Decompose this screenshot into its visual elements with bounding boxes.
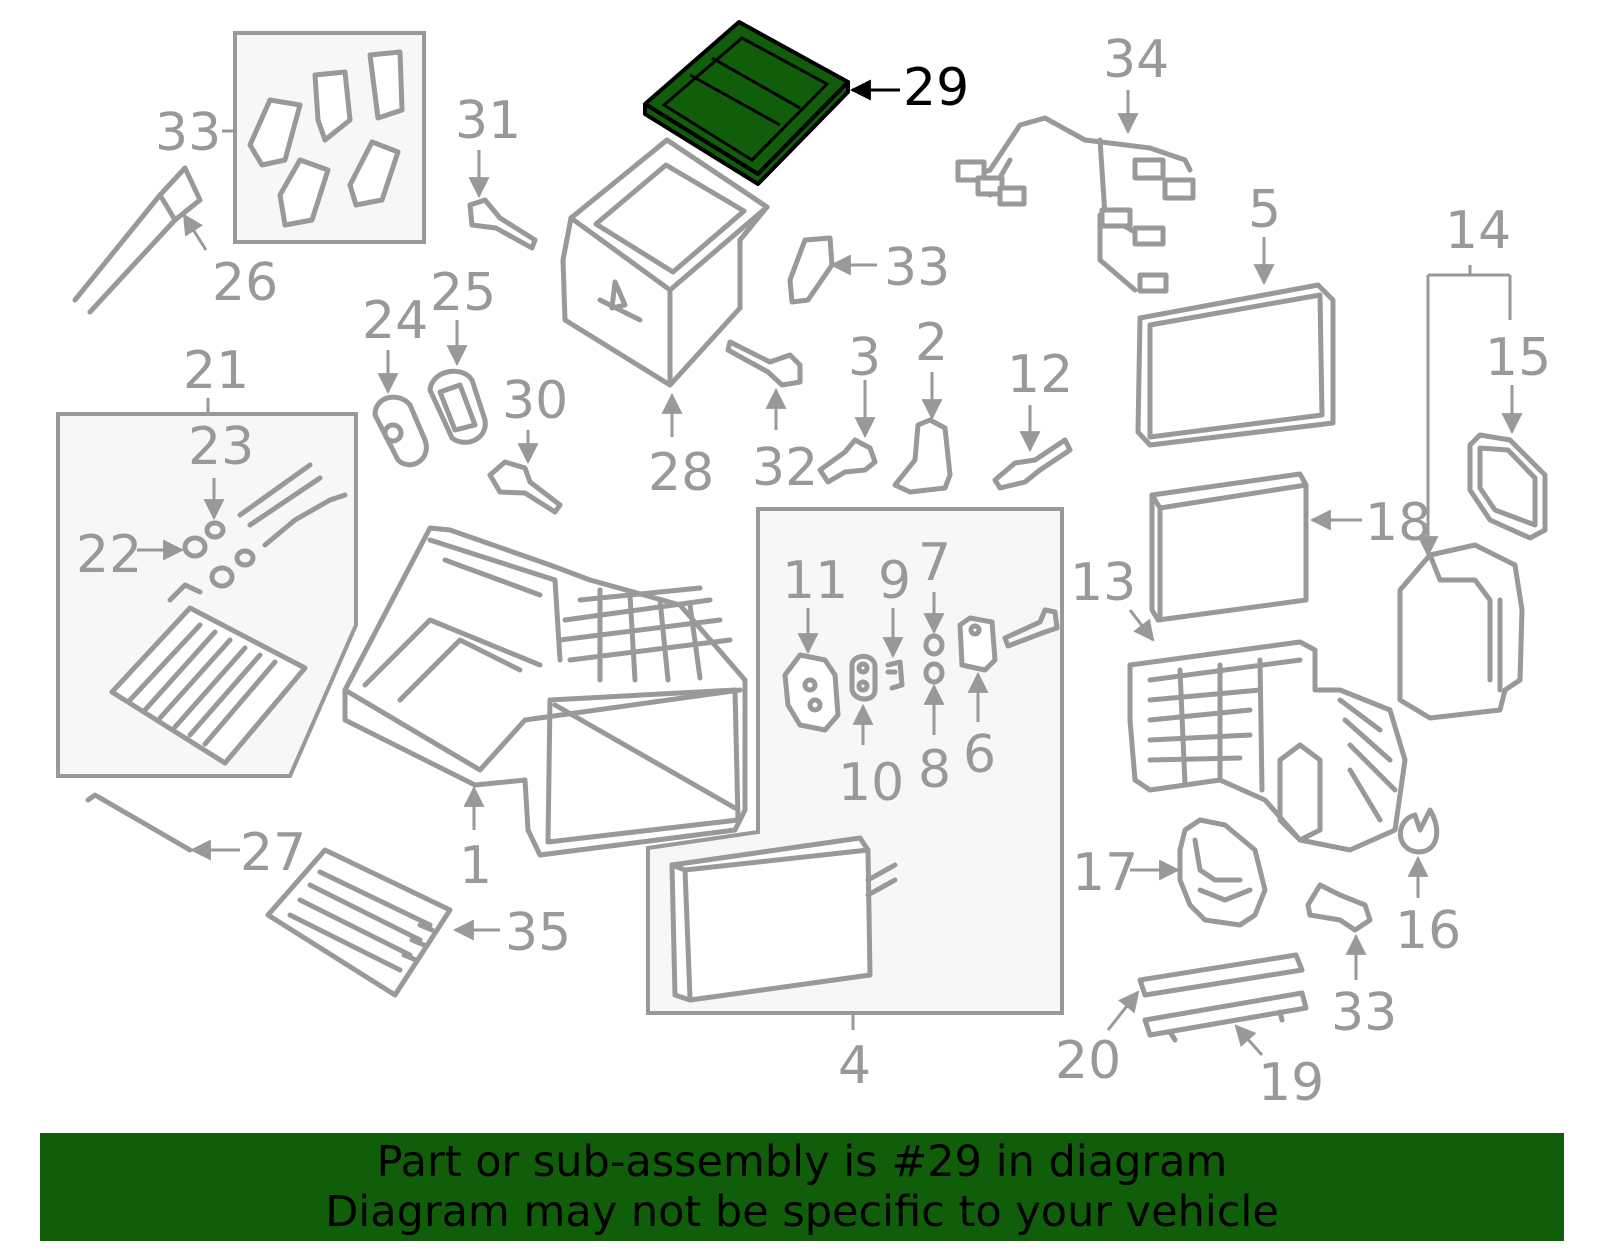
banner-line-1: Part or sub-assembly is #29 in diagram xyxy=(376,1137,1228,1187)
callout-8: 8 xyxy=(918,740,951,800)
callout-24: 24 xyxy=(362,291,428,351)
part-19-strip xyxy=(1142,990,1309,1043)
callout-28: 28 xyxy=(648,443,714,503)
part-20-strip xyxy=(1137,952,1305,998)
callout-33-b: 33 xyxy=(884,238,950,298)
part-33-clips xyxy=(247,49,405,228)
callout-22: 22 xyxy=(76,525,142,585)
callout-20: 20 xyxy=(1055,1031,1121,1091)
part-16-clip xyxy=(1397,807,1440,855)
part-26-rod xyxy=(72,165,203,315)
callout-1: 1 xyxy=(459,836,492,896)
part-7-oring xyxy=(923,633,945,657)
callout-7: 7 xyxy=(918,533,951,593)
callout-32: 32 xyxy=(752,438,818,498)
callout-10: 10 xyxy=(838,753,904,813)
part-1-main-housing xyxy=(342,525,748,858)
callout-9: 9 xyxy=(878,551,911,611)
callout-33-a: 33 xyxy=(155,103,221,163)
callout-12: 12 xyxy=(1007,345,1073,405)
part-35-heater-core xyxy=(265,847,453,998)
part-6-expansion-valve xyxy=(957,615,998,673)
callout-19: 19 xyxy=(1258,1053,1324,1113)
part-4-condenser xyxy=(669,835,898,1003)
part-13-blower-case xyxy=(1127,639,1408,853)
callout-6: 6 xyxy=(963,725,996,785)
part-21-pipes xyxy=(237,462,348,548)
callout-5: 5 xyxy=(1248,180,1281,240)
callout-31: 31 xyxy=(455,91,521,151)
callout-17: 17 xyxy=(1072,843,1138,903)
part-15-gasket xyxy=(1467,432,1548,541)
part-33-clip-lower xyxy=(1305,882,1373,933)
callout-16: 16 xyxy=(1395,901,1461,961)
part-2-bracket xyxy=(892,417,953,495)
part-33-clip-mid xyxy=(787,235,835,305)
part-14-blower-housing xyxy=(1397,542,1525,721)
banner-line-2: Diagram may not be specific to your vehi… xyxy=(325,1187,1279,1237)
part-8-oring xyxy=(923,661,945,685)
callout-3: 3 xyxy=(848,328,881,388)
part-32-actuator xyxy=(725,339,803,388)
part-9-clip xyxy=(885,659,905,691)
part-31-sensor xyxy=(467,197,538,251)
callout-25: 25 xyxy=(430,263,496,323)
part-25-seal xyxy=(427,368,488,445)
part-34-wiring-harness xyxy=(955,115,1196,294)
callout-4: 4 xyxy=(838,1036,871,1096)
callout-34: 34 xyxy=(1103,30,1169,90)
callout-15: 15 xyxy=(1485,328,1551,388)
part-21-evaporator-core xyxy=(109,582,308,766)
callout-13: 13 xyxy=(1070,553,1136,613)
callout-27: 27 xyxy=(240,823,306,883)
part-17-blower-motor xyxy=(1177,817,1268,928)
callout-30: 30 xyxy=(502,371,568,431)
part-10-gasket xyxy=(849,653,878,702)
callout-29: 29 xyxy=(903,58,969,118)
part-12-bolt xyxy=(992,437,1073,491)
callout-11: 11 xyxy=(782,551,848,611)
callout-2: 2 xyxy=(915,313,948,373)
part-5-filter-frame xyxy=(1135,282,1336,448)
info-banner: Part or sub-assembly is #29 in diagram D… xyxy=(40,1133,1564,1241)
part-6-bolt xyxy=(1002,607,1060,649)
part-22-oring xyxy=(182,520,256,589)
part-27-tube xyxy=(85,792,193,853)
part-3-bolt xyxy=(817,437,878,485)
part-24-seal xyxy=(372,394,429,468)
part-30-sensor xyxy=(487,459,563,515)
callout-26: 26 xyxy=(212,253,278,313)
part-11-block xyxy=(782,652,841,733)
callout-14: 14 xyxy=(1445,201,1511,261)
callout-18: 18 xyxy=(1365,493,1431,553)
part-18-cabin-filter xyxy=(1149,471,1309,623)
callout-33-c: 33 xyxy=(1331,983,1397,1043)
callout-23: 23 xyxy=(188,417,254,477)
callout-35: 35 xyxy=(505,903,571,963)
part-28-housing xyxy=(560,137,770,388)
part-29-highlighted[interactable] xyxy=(643,20,850,186)
callout-21: 21 xyxy=(183,341,249,401)
